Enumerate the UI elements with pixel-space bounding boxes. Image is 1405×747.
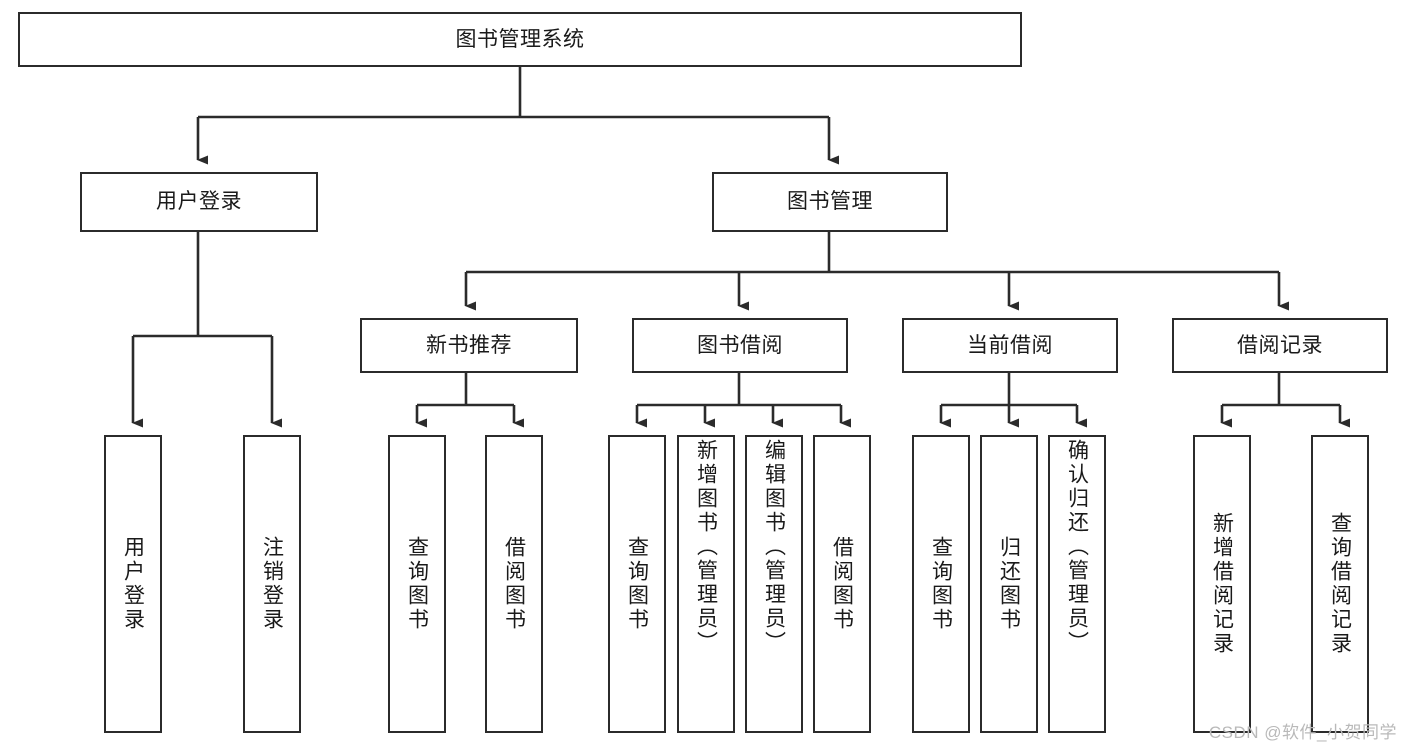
- node-root[interactable]: 图书管理系统: [18, 12, 1022, 67]
- leaf-user-login[interactable]: 用户登录: [104, 435, 162, 733]
- leaf-borrow-book-1-label: 借阅图书: [502, 536, 526, 632]
- leaf-add-record[interactable]: 新增借阅记录: [1193, 435, 1251, 733]
- leaf-borrow-book-2-label: 借阅图书: [830, 536, 854, 632]
- watermark-text: CSDN @软件_小贺同学: [1208, 723, 1397, 742]
- leaf-confirm-return[interactable]: 确认归还（管理员）: [1048, 435, 1106, 733]
- leaf-add-book-label: 新增图书（管理员）: [694, 439, 718, 655]
- leaf-borrow-book-1[interactable]: 借阅图书: [485, 435, 543, 733]
- leaf-query-book-3[interactable]: 查询图书: [912, 435, 970, 733]
- leaf-query-record-label: 查询借阅记录: [1328, 512, 1352, 656]
- node-book-manage[interactable]: 图书管理: [712, 172, 948, 232]
- node-user-login[interactable]: 用户登录: [80, 172, 318, 232]
- leaf-borrow-book-2[interactable]: 借阅图书: [813, 435, 871, 733]
- leaf-query-book-2[interactable]: 查询图书: [608, 435, 666, 733]
- node-root-label: 图书管理系统: [455, 27, 585, 51]
- node-borrow-record[interactable]: 借阅记录: [1172, 318, 1388, 373]
- leaf-return-book-label: 归还图书: [997, 536, 1021, 632]
- node-new-book-recommend-label: 新书推荐: [426, 333, 512, 357]
- node-user-login-label: 用户登录: [156, 190, 242, 214]
- leaf-confirm-return-label: 确认归还（管理员）: [1065, 439, 1089, 655]
- leaf-query-record[interactable]: 查询借阅记录: [1311, 435, 1369, 733]
- node-current-borrow[interactable]: 当前借阅: [902, 318, 1118, 373]
- leaf-user-login-label: 用户登录: [121, 536, 145, 632]
- leaf-add-book[interactable]: 新增图书（管理员）: [677, 435, 735, 733]
- leaf-return-book[interactable]: 归还图书: [980, 435, 1038, 733]
- node-book-borrow[interactable]: 图书借阅: [632, 318, 848, 373]
- leaf-query-book-1-label: 查询图书: [405, 536, 429, 632]
- node-book-borrow-label: 图书借阅: [697, 333, 783, 357]
- node-new-book-recommend[interactable]: 新书推荐: [360, 318, 578, 373]
- leaf-query-book-1[interactable]: 查询图书: [388, 435, 446, 733]
- node-borrow-record-label: 借阅记录: [1237, 333, 1323, 357]
- leaf-edit-book[interactable]: 编辑图书（管理员）: [745, 435, 803, 733]
- leaf-user-logout-label: 注销登录: [260, 536, 284, 632]
- leaf-edit-book-label: 编辑图书（管理员）: [762, 439, 786, 655]
- leaf-query-book-3-label: 查询图书: [929, 536, 953, 632]
- leaf-add-record-label: 新增借阅记录: [1210, 512, 1234, 656]
- leaf-user-logout[interactable]: 注销登录: [243, 435, 301, 733]
- node-current-borrow-label: 当前借阅: [967, 333, 1053, 357]
- node-book-manage-label: 图书管理: [787, 190, 873, 214]
- leaf-query-book-2-label: 查询图书: [625, 536, 649, 632]
